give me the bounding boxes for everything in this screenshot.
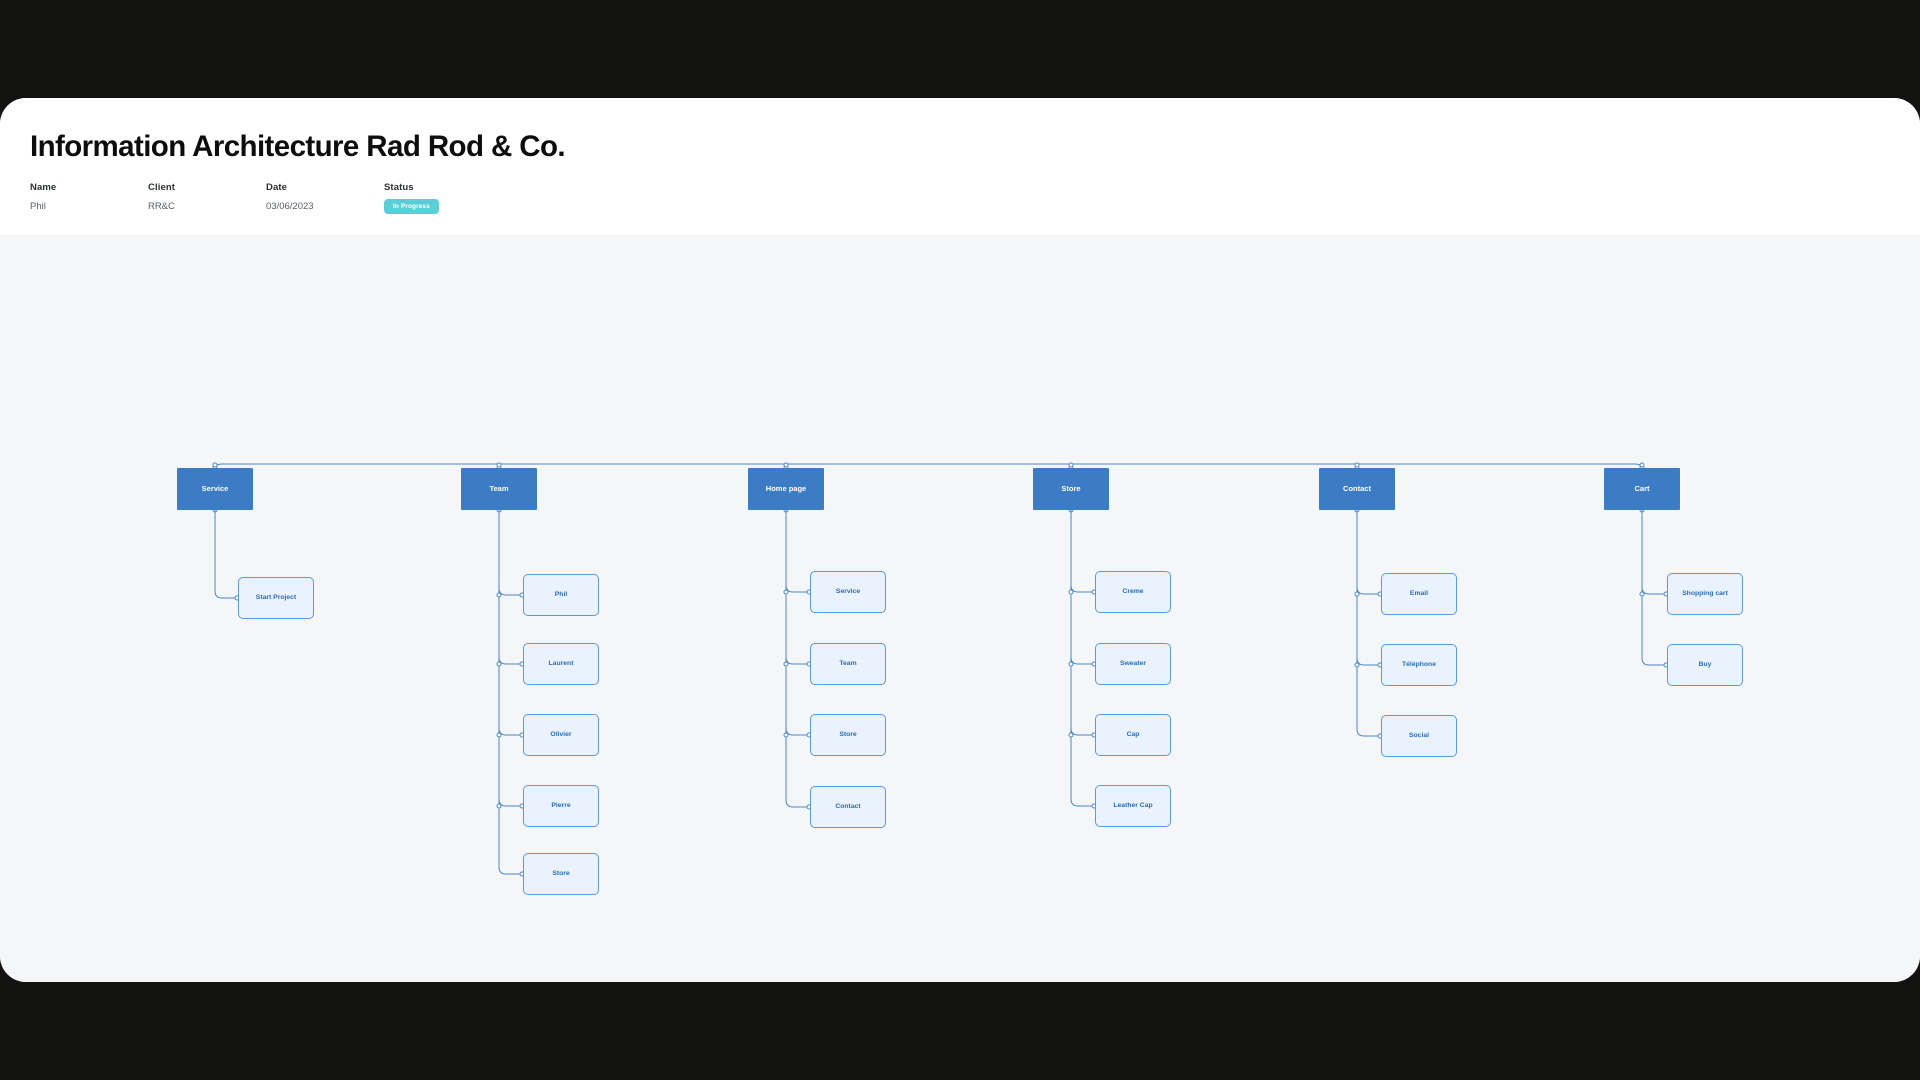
diagram-child-node[interactable]: Leather Cap (1095, 785, 1171, 827)
diagram-child-node[interactable]: Laurent (523, 643, 599, 685)
diagram-root-node[interactable]: Cart (1604, 468, 1680, 510)
diagram-child-node[interactable]: Store (523, 853, 599, 895)
diagram-child-node[interactable]: Shopping cart (1667, 573, 1743, 615)
document-card: Information Architecture Rad Rod & Co. N… (0, 98, 1920, 982)
diagram-child-node[interactable]: Cap (1095, 714, 1171, 756)
metadata-value: 03/06/2023 (266, 201, 314, 212)
metadata-row: Name Phil Client RR&C Date 03/06/2023 St… (30, 182, 502, 214)
metadata-label: Date (266, 182, 287, 193)
metadata-label: Name (30, 182, 57, 193)
metadata-field-name: Name Phil (30, 182, 148, 214)
diagram-root-node[interactable]: Store (1033, 468, 1109, 510)
diagram-child-node[interactable]: Start Project (238, 577, 314, 619)
page-title: Information Architecture Rad Rod & Co. (30, 130, 566, 163)
diagram-child-node[interactable]: Store (810, 714, 886, 756)
diagram-child-node[interactable]: Pierre (523, 785, 599, 827)
diagram-root-node[interactable]: Home page (748, 468, 824, 510)
diagram-child-node[interactable]: Buy (1667, 644, 1743, 686)
document-header: Information Architecture Rad Rod & Co. N… (0, 98, 1920, 235)
metadata-value: Phil (30, 201, 46, 212)
diagram-child-node[interactable]: Email (1381, 573, 1457, 615)
metadata-field-date: Date 03/06/2023 (266, 182, 384, 214)
metadata-label: Status (384, 182, 414, 193)
diagram-child-node[interactable]: Service (810, 571, 886, 613)
metadata-field-client: Client RR&C (148, 182, 266, 214)
diagram-child-node[interactable]: Social (1381, 715, 1457, 757)
diagram-root-node[interactable]: Contact (1319, 468, 1395, 510)
diagram-child-node[interactable]: Team (810, 643, 886, 685)
metadata-label: Client (148, 182, 175, 193)
diagram-child-node[interactable]: Phil (523, 574, 599, 616)
diagram-child-node[interactable]: Creme (1095, 571, 1171, 613)
diagram-child-node[interactable]: Sweater (1095, 643, 1171, 685)
diagram-root-node[interactable]: Team (461, 468, 537, 510)
diagram-root-node[interactable]: Service (177, 468, 253, 510)
diagram-child-node[interactable]: Olivier (523, 714, 599, 756)
diagram-child-node[interactable]: Téléphone (1381, 644, 1457, 686)
metadata-field-status: Status In Progress (384, 182, 502, 214)
diagram-child-node[interactable]: Contact (810, 786, 886, 828)
metadata-value: RR&C (148, 201, 175, 212)
status-badge: In Progress (384, 199, 439, 214)
